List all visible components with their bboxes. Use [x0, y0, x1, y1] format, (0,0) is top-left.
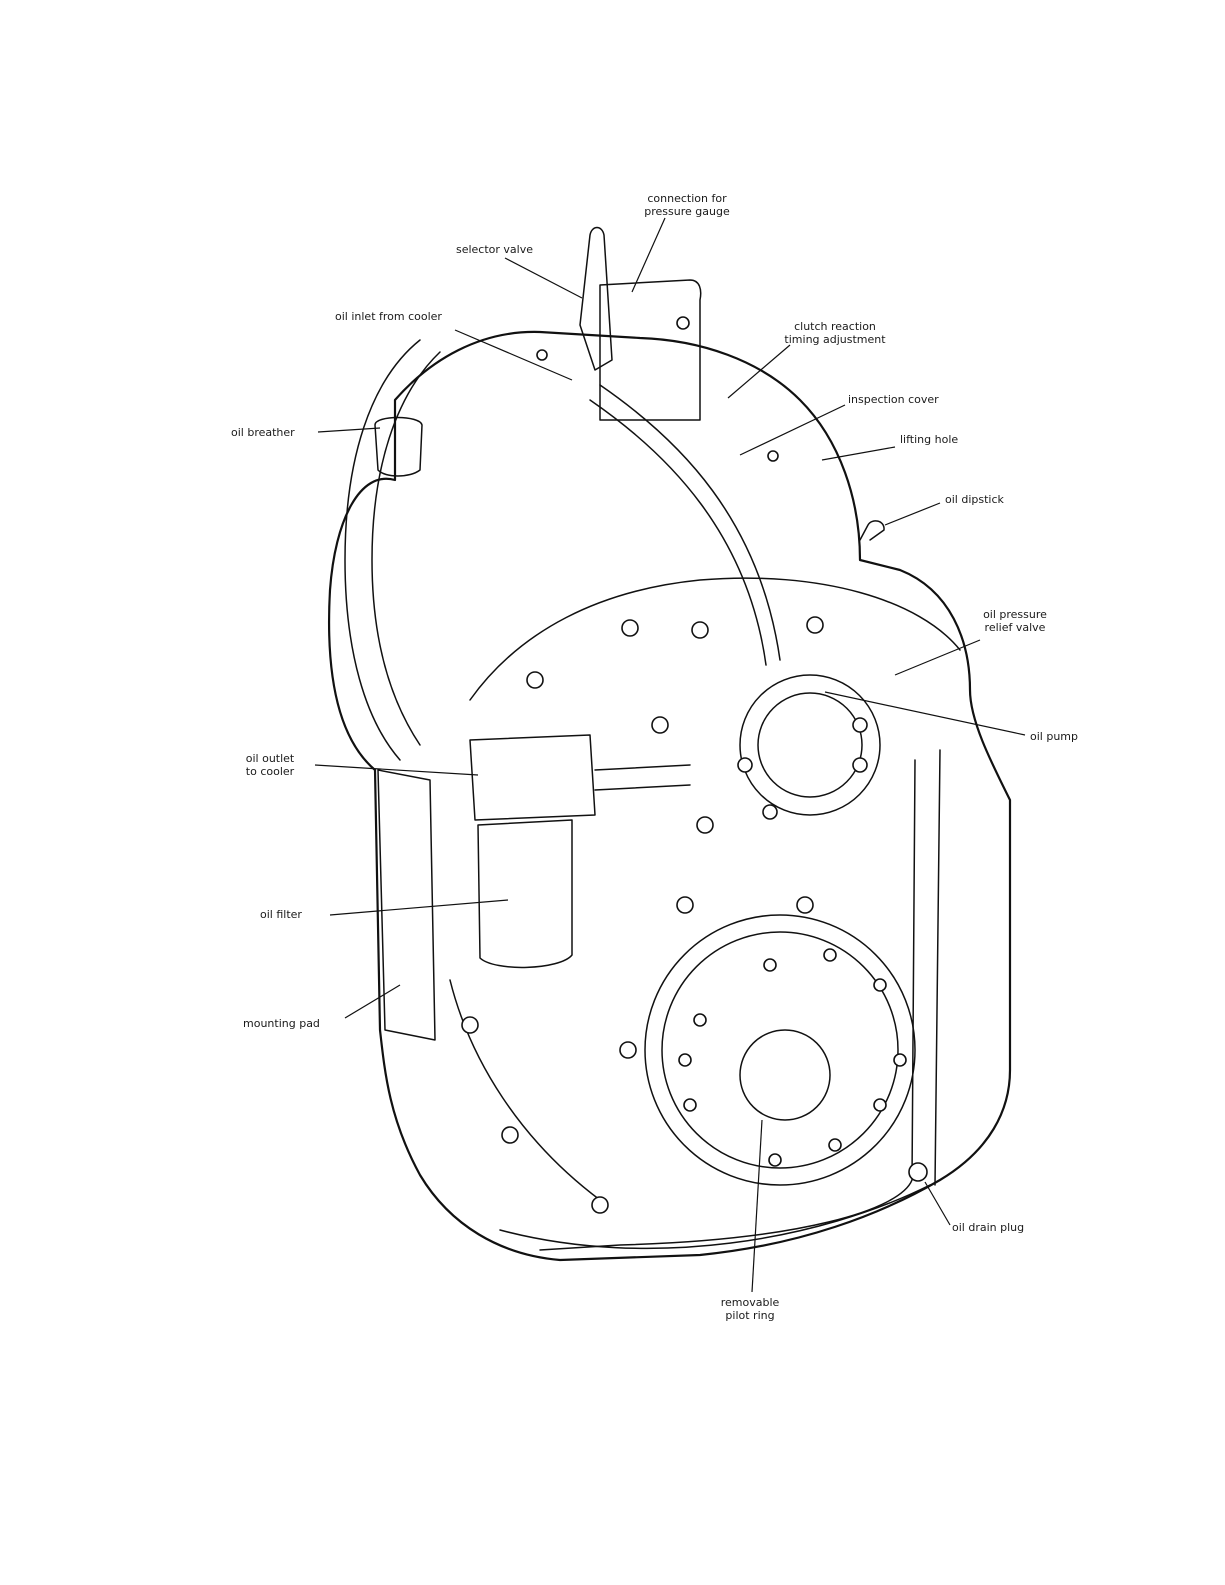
bolt — [527, 672, 543, 688]
bolt — [807, 617, 823, 633]
label-connection-pressure-gauge: connection for pressure gauge — [627, 192, 747, 218]
leader-line — [318, 428, 380, 432]
bolt — [874, 1099, 886, 1111]
bell-housing-arc — [345, 340, 420, 760]
bell-housing-arc-inner — [372, 352, 440, 745]
leader-line — [752, 1120, 762, 1292]
bolt — [652, 717, 668, 733]
valve-body-shape — [600, 280, 701, 420]
label-selector-valve: selector valve — [400, 243, 533, 256]
oil-pump-flange — [740, 675, 880, 815]
leader-line — [822, 447, 895, 460]
bolt — [874, 979, 886, 991]
oil-filter-canister — [478, 820, 572, 967]
label-lifting-hole: lifting hole — [900, 433, 958, 446]
leader-line — [632, 218, 665, 292]
drain-plug-bolt — [909, 1163, 927, 1181]
bolt — [763, 805, 777, 819]
label-oil-outlet-to-cooler: oil outlet to cooler — [235, 752, 305, 778]
bolt — [769, 1154, 781, 1166]
label-oil-pump: oil pump — [1030, 730, 1078, 743]
leader-line — [330, 900, 508, 915]
oil-pump-body — [758, 693, 862, 797]
leader-line — [455, 330, 572, 380]
label-oil-pressure-relief-valve: oil pressure relief valve — [960, 608, 1070, 634]
housing-outline — [329, 332, 1010, 1260]
label-oil-breather: oil breather — [231, 426, 295, 439]
bolt — [797, 897, 813, 913]
bolt — [768, 451, 778, 461]
label-oil-filter: oil filter — [260, 908, 302, 921]
bolt — [620, 1042, 636, 1058]
label-mounting-pad: mounting pad — [243, 1017, 320, 1030]
bolt — [694, 1014, 706, 1026]
leader-line — [925, 1182, 950, 1225]
label-removable-pilot-ring: removable pilot ring — [700, 1296, 800, 1322]
leader-line — [728, 345, 790, 398]
bolt — [824, 949, 836, 961]
oil-pipe — [600, 385, 780, 660]
label-oil-dipstick: oil dipstick — [945, 493, 1004, 506]
selector-lever-shape — [580, 228, 612, 371]
bolt — [684, 1099, 696, 1111]
bolt — [738, 758, 752, 772]
bolt — [894, 1054, 906, 1066]
output-flange — [662, 932, 898, 1168]
pilot-ring — [740, 1030, 830, 1120]
label-clutch-reaction-timing: clutch reaction timing adjustment — [770, 320, 900, 346]
bolt — [829, 1139, 841, 1151]
housing-web-lower — [450, 980, 600, 1200]
mounting-pad-shape — [378, 770, 435, 1040]
bolt — [677, 317, 689, 329]
bolt — [679, 1054, 691, 1066]
label-oil-drain-plug: oil drain plug — [952, 1221, 1024, 1234]
leader-line — [505, 258, 582, 298]
bolt — [677, 897, 693, 913]
bolt — [502, 1127, 518, 1143]
bolt — [692, 622, 708, 638]
bolts — [462, 317, 927, 1213]
bolt — [622, 620, 638, 636]
leader-lines — [315, 218, 1025, 1292]
bolt — [697, 817, 713, 833]
dipstick-shape — [860, 521, 884, 540]
oil-filter-head — [470, 735, 595, 820]
output-flange-outer — [645, 915, 915, 1185]
label-inspection-cover: inspection cover — [848, 393, 939, 406]
leader-line — [885, 503, 940, 525]
return-pipe — [540, 760, 915, 1250]
return-pipe-2 — [935, 750, 940, 1185]
leader-line — [740, 405, 845, 455]
filter-outlet-pipe — [595, 765, 690, 790]
bolt — [853, 718, 867, 732]
bolt — [537, 350, 547, 360]
bolt — [592, 1197, 608, 1213]
label-oil-inlet-from-cooler: oil inlet from cooler — [335, 310, 442, 323]
bolt — [764, 959, 776, 971]
bolt — [853, 758, 867, 772]
bolt — [462, 1017, 478, 1033]
leader-line — [345, 985, 400, 1018]
